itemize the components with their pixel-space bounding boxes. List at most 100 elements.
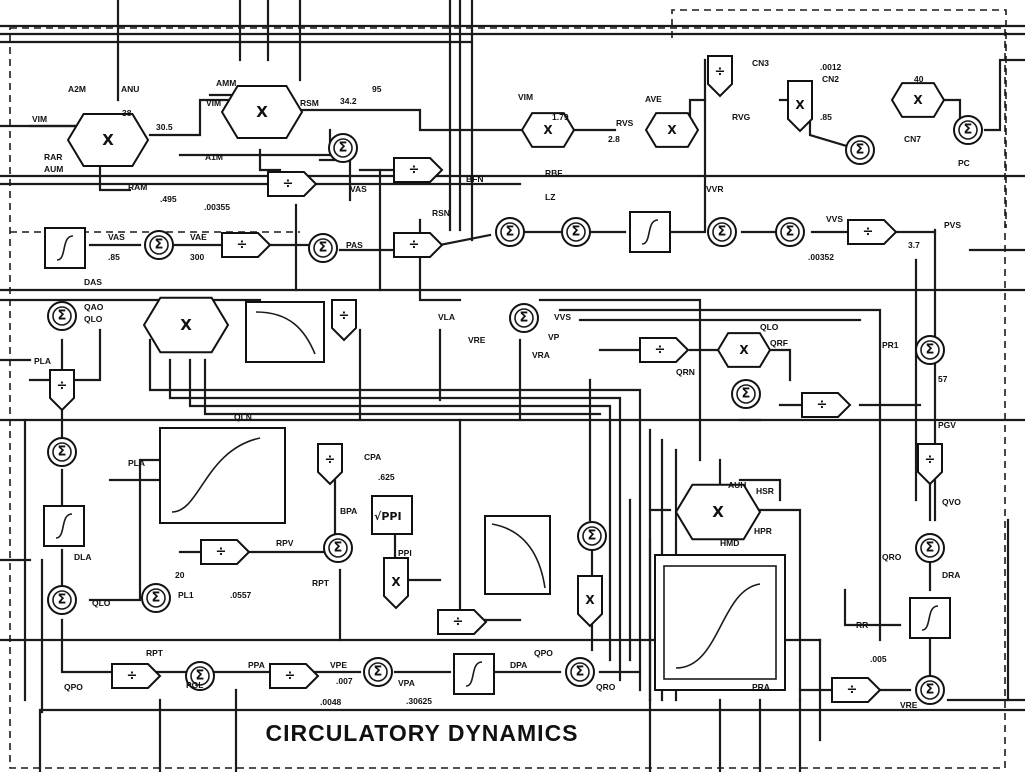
divider: ÷: [831, 677, 882, 703]
label-1-79: 1.79: [552, 112, 569, 122]
label-cn3: CN3: [752, 58, 769, 68]
label-pas: PAS: [346, 240, 363, 250]
label-0012: .0012: [820, 62, 842, 72]
label-cn2: CN2: [822, 74, 839, 84]
summer: Σ: [561, 217, 591, 247]
block-symbol: Σ: [576, 665, 585, 680]
label-rar: RAR: [44, 152, 62, 162]
label-auh: AUH: [728, 480, 746, 490]
label-a1m: A1M: [205, 152, 223, 162]
label-pra: PRA: [752, 682, 770, 692]
divider: ÷: [639, 337, 690, 363]
block-symbol: Σ: [196, 669, 205, 684]
label-qpo2: QPO: [64, 682, 83, 692]
block-symbol: ÷: [715, 65, 726, 80]
label-vra: VRA: [532, 350, 550, 360]
summer: Σ: [577, 521, 607, 551]
label-pl1: PL1: [178, 590, 194, 600]
divider: ÷: [317, 443, 343, 486]
divider: ÷: [111, 663, 162, 689]
block-symbol: Σ: [58, 445, 67, 460]
label-aum: AUM: [44, 164, 63, 174]
summer: Σ: [47, 301, 77, 331]
summer: Σ: [185, 661, 215, 691]
block-symbol: Σ: [155, 238, 164, 253]
label-qpo: QPO: [534, 648, 553, 658]
block-symbol: Σ: [374, 665, 383, 680]
label-20: 20: [175, 570, 185, 580]
label-qlo: QLO: [84, 314, 103, 324]
block-symbol: Σ: [926, 683, 935, 698]
label-vae: VAE: [190, 232, 207, 242]
label-pgl: PGL: [186, 680, 203, 690]
label-rvg: RVG: [732, 112, 751, 122]
label-vpe: VPE: [330, 660, 347, 670]
summer: Σ: [731, 379, 761, 409]
label-85: .85: [820, 112, 832, 122]
multiplier: X: [520, 112, 576, 148]
summer: Σ: [915, 675, 945, 705]
label-cn7: CN7: [904, 134, 921, 144]
label-qln: QLN: [234, 412, 252, 422]
label-ram: RAM: [128, 182, 147, 192]
label-vpa: VPA: [398, 678, 415, 688]
integrator: [453, 653, 495, 695]
block-symbol: ÷: [216, 545, 227, 560]
label-pgv: PGV: [938, 420, 956, 430]
block-symbol: X: [102, 131, 114, 149]
label-lz: LZ: [545, 192, 555, 202]
label-00355: .00355: [204, 202, 230, 212]
block-symbol: Σ: [856, 143, 865, 158]
label-bpa: BPA: [340, 506, 357, 516]
upper-right-dashed-boundary: [671, 9, 1007, 228]
block-symbol: X: [667, 123, 677, 137]
label-0557: .0557: [230, 590, 252, 600]
label-amm: AMM: [216, 78, 236, 88]
summer: Σ: [845, 135, 875, 165]
label-qro2: QRO: [882, 552, 902, 562]
label-00352: .00352: [808, 252, 834, 262]
block-symbol: X: [739, 343, 749, 357]
label-vvr: VVR: [706, 184, 723, 194]
multiplier: X: [66, 113, 150, 167]
block-symbol: Σ: [506, 225, 515, 240]
summer: Σ: [144, 230, 174, 260]
label-qrn: QRN: [676, 367, 695, 377]
block-symbol: X: [180, 316, 192, 334]
divider: ÷: [707, 55, 733, 98]
label-vim2: VIM: [206, 98, 221, 108]
label-300: 300: [190, 252, 204, 262]
block-symbol: Σ: [964, 123, 973, 138]
label-qao: QAO: [84, 302, 104, 312]
label-qvo: QVO: [942, 497, 961, 507]
divider: ÷: [437, 609, 488, 635]
divider: ÷: [393, 232, 444, 258]
summer: Σ: [509, 303, 539, 333]
block-symbol: X: [256, 103, 268, 121]
label-rpt: RPT: [312, 578, 330, 588]
label-30625: .30625: [406, 696, 432, 706]
label-3-7: 3.7: [908, 240, 920, 250]
function-generator-upper: [245, 301, 325, 363]
label-005: .005: [870, 654, 887, 664]
label-pc: PC: [958, 158, 970, 168]
block-symbol: ÷: [817, 398, 828, 413]
multiplier: X: [787, 80, 813, 133]
label-qrf: QRF: [770, 338, 788, 348]
summer: Σ: [141, 583, 171, 613]
label-vp: VP: [548, 332, 560, 342]
multiplier: X: [644, 112, 700, 148]
block-symbol: ÷: [57, 379, 68, 394]
label-cpa: CPA: [364, 452, 381, 462]
label-rr: RR: [856, 620, 868, 630]
summer: Σ: [323, 533, 353, 563]
divider: ÷: [331, 299, 357, 342]
summer: Σ: [495, 217, 525, 247]
label-vre2: VRE: [900, 700, 918, 710]
integrator: [43, 505, 85, 547]
signal-labels: VIM RAR AUM A2M ANU 38 RAM 30.5 A1M AMM …: [32, 58, 970, 710]
block-symbol: X: [585, 593, 595, 607]
label-ave: AVE: [645, 94, 662, 104]
